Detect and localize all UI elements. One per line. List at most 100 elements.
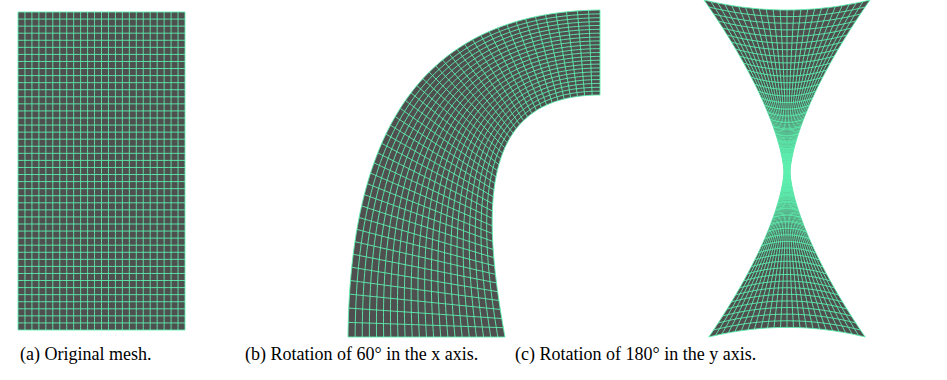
mesh-line (744, 63, 831, 69)
mesh-line (101, 12, 102, 330)
mesh-line (18, 96, 185, 97)
mesh-line (18, 308, 185, 309)
mesh-line (38, 12, 39, 330)
mesh-line (18, 12, 185, 13)
mesh-line (773, 215, 801, 218)
mesh-line (31, 12, 32, 330)
mesh-line (775, 208, 798, 210)
mesh-line (740, 281, 834, 288)
mesh-line (714, 321, 861, 330)
mesh-line (783, 161, 791, 163)
mesh-line (18, 47, 185, 48)
mesh-line (781, 189, 792, 190)
mesh-line (773, 126, 801, 129)
mesh-line (352, 267, 498, 291)
mesh-line (762, 98, 813, 102)
mesh-line (475, 83, 600, 337)
original-mesh (18, 12, 185, 330)
mesh-line (526, 19, 552, 103)
mesh-line (469, 80, 600, 337)
mesh-line (157, 12, 158, 330)
mesh-line (18, 181, 185, 182)
mesh-line (535, 17, 558, 101)
mesh-line (348, 322, 503, 327)
mesh-line (778, 202, 797, 204)
mesh-line (778, 140, 797, 142)
mesh-line (718, 21, 856, 30)
mesh-line (783, 181, 791, 183)
mesh-line (18, 89, 185, 90)
mesh-line (18, 12, 185, 330)
mesh-line (18, 68, 185, 69)
mesh-line (492, 95, 600, 337)
mesh-line (136, 12, 137, 330)
mesh-line (768, 228, 807, 231)
mesh-line (498, 28, 537, 111)
mesh-line (18, 216, 185, 217)
mesh-line (487, 91, 600, 337)
mesh-line (185, 12, 186, 330)
mesh-line (45, 12, 46, 330)
mesh-line (353, 254, 496, 283)
mesh-line (780, 195, 795, 196)
mesh-line (443, 60, 510, 138)
mesh-line (507, 25, 542, 108)
mesh-line (704, 0, 870, 10)
mesh-line (73, 12, 74, 330)
mesh-line (122, 12, 123, 330)
mesh-line (762, 241, 813, 245)
mesh-line (18, 174, 185, 175)
mesh-line (171, 12, 172, 330)
mesh-line (748, 268, 827, 274)
mesh-line (18, 273, 185, 274)
mesh-line (355, 242, 496, 275)
mesh-line (589, 10, 593, 95)
mesh-line (348, 10, 600, 337)
mesh-line (744, 275, 831, 281)
mesh-line (129, 12, 130, 330)
mesh-line (473, 40, 524, 121)
sub-caption: (c) Rotation of 180° in the y axis. (515, 343, 765, 365)
mesh-line (770, 119, 803, 122)
mesh-line (362, 206, 494, 250)
mesh-line (709, 327, 865, 337)
mesh-line (18, 19, 185, 20)
mesh-line (736, 49, 839, 56)
mesh-line (723, 308, 851, 316)
mesh-line (748, 70, 827, 76)
mesh-line (18, 146, 185, 147)
mesh-line (784, 168, 790, 169)
mesh-line (18, 110, 185, 111)
sub-caption: (b) Rotation of 60° in the x axis. (245, 343, 505, 365)
mesh-line (115, 12, 116, 330)
mesh-line (18, 125, 185, 126)
mesh-line (18, 33, 185, 34)
mesh-line (18, 12, 19, 330)
mesh-line (770, 222, 803, 225)
mesh-line (18, 330, 185, 331)
mesh-line (80, 12, 81, 330)
mesh-line (566, 12, 577, 97)
mesh-line (18, 280, 185, 281)
mesh-line (759, 9, 786, 329)
mesh-line (18, 287, 185, 288)
mesh-line (18, 118, 185, 119)
mesh-line (18, 195, 185, 196)
mesh-line (18, 167, 185, 168)
mesh-line (765, 235, 810, 239)
mesh-line (411, 45, 600, 337)
mesh-line (59, 12, 60, 330)
mesh-line (18, 132, 185, 133)
mesh-line (18, 61, 185, 62)
mesh-line (732, 42, 843, 50)
mesh-line (755, 255, 819, 260)
mesh-line (768, 112, 807, 115)
mesh-line (418, 49, 600, 337)
mesh-line (755, 84, 819, 89)
mesh-line (350, 281, 498, 301)
mesh-line (395, 117, 495, 184)
mesh-line (780, 147, 795, 148)
mesh-line (359, 218, 494, 258)
mesh-line (18, 209, 185, 210)
mesh-line (788, 9, 815, 329)
